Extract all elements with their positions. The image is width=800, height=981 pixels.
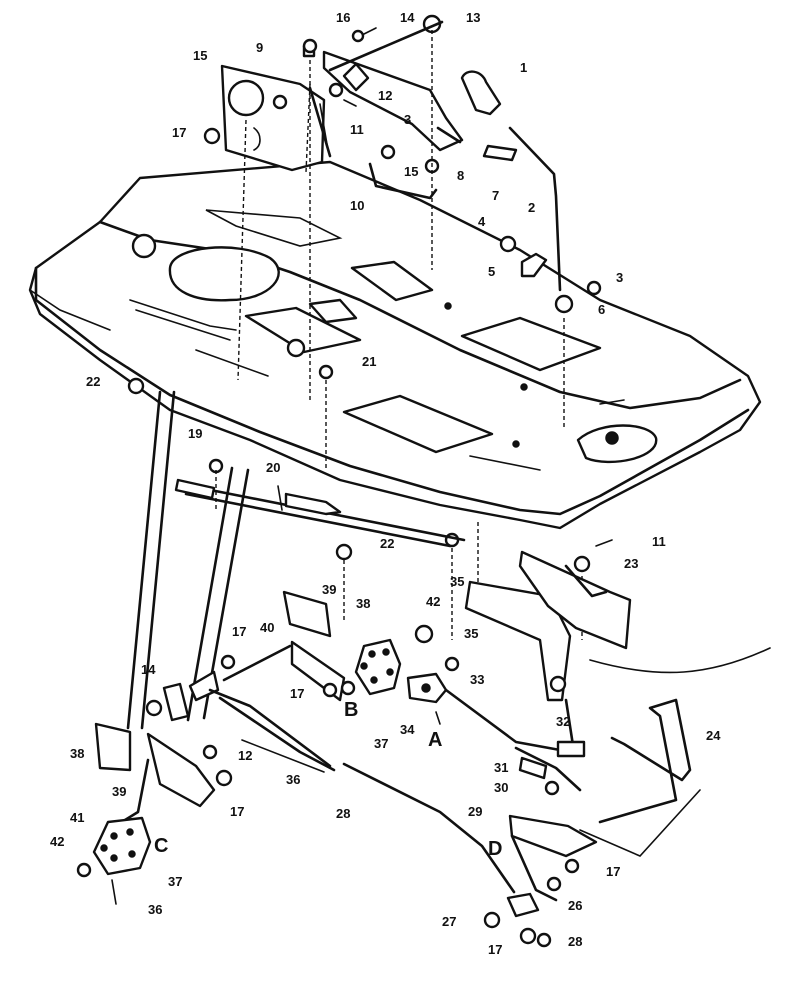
center-bracket	[222, 590, 356, 702]
part-callout-number: 32	[556, 714, 570, 729]
part-callout-number: 15	[404, 164, 418, 179]
part-callout-number: 10	[350, 198, 364, 213]
view-letters: B A C D	[154, 699, 502, 860]
part-callout-number: 4	[478, 214, 486, 229]
part-callout-number: 23	[624, 556, 638, 571]
part-callout-number: 6	[598, 302, 605, 317]
part-callout-number: 1	[520, 60, 527, 75]
part-callout-number: 2	[528, 200, 535, 215]
part-callout-number: 9	[256, 40, 263, 55]
part-callout-number: 12	[378, 88, 392, 103]
part-callout-number: 17	[606, 864, 620, 879]
part-callout-number: 42	[50, 834, 64, 849]
part-callout-number: 8	[457, 168, 464, 183]
part-callout-number: 24	[706, 728, 721, 743]
part-callout-number: 30	[494, 780, 508, 795]
left-height-wheel	[76, 816, 152, 905]
hardware	[127, 27, 613, 573]
view-letter: D	[488, 838, 502, 860]
part-callout-number: 5	[488, 264, 495, 279]
part-callout-number: 38	[70, 746, 84, 761]
part-callout-number: 33	[470, 672, 484, 687]
part-callout-number: 35	[450, 574, 464, 589]
trunnion-assembly	[406, 672, 562, 752]
part-callout-number: 22	[380, 536, 394, 551]
lift-lever-plate	[322, 14, 464, 152]
part-callout-number: 17	[172, 125, 186, 140]
part-callout-number: 11	[652, 534, 666, 549]
part-callout-number: 20	[266, 460, 280, 475]
part-callout-number: 28	[568, 934, 582, 949]
part-callout-number: 12	[238, 748, 252, 763]
part-callout-number: 29	[468, 804, 482, 819]
part-callout-number: 17	[232, 624, 246, 639]
part-callout-number: 37	[168, 874, 182, 889]
part-callout-number: 36	[148, 902, 162, 917]
part-callout-number: 37	[374, 736, 388, 751]
rear-lift-rod	[598, 698, 692, 824]
part-callout-number: 42	[426, 594, 440, 609]
part-callout-number: 7	[492, 188, 499, 203]
part-callout-number: 17	[230, 804, 244, 819]
deck-outline-curve	[589, 647, 771, 674]
part-callout-number: 34	[400, 722, 415, 737]
right-lower-assembly	[483, 698, 598, 948]
view-letter: C	[154, 835, 168, 857]
link-rod	[368, 162, 438, 200]
part-callout-number: 26	[568, 898, 582, 913]
part-callout-number: 21	[362, 354, 376, 369]
latch-assembly	[499, 235, 548, 278]
view-letter: B	[344, 699, 358, 721]
part-callout-number: 13	[466, 10, 480, 25]
part-callout-number: 35	[464, 626, 478, 641]
part-callout-number: 38	[356, 596, 370, 611]
part-callout-number: 28	[336, 806, 350, 821]
part-callout-number: 11	[350, 122, 364, 137]
center-lift-rods	[208, 688, 516, 894]
part-callout-number: 31	[494, 760, 508, 775]
part-callout-number: 36	[286, 772, 300, 787]
control-bracket	[220, 44, 332, 173]
part-callout-number: 14	[141, 662, 156, 677]
part-callout-number: 39	[322, 582, 336, 597]
part-callout-number: 17	[488, 942, 502, 957]
part-callout-number: 27	[442, 914, 456, 929]
part-callout-number: 41	[70, 810, 84, 825]
part-callout-number: 3	[616, 270, 623, 285]
part-callout-number: 17	[290, 686, 304, 701]
part-callout-number: 15	[193, 48, 207, 63]
part-callout-number: 3	[404, 112, 411, 127]
lift-handle	[460, 70, 562, 292]
left-hanger-rods	[126, 390, 250, 730]
part-callout-number: 39	[112, 784, 126, 799]
right-hanger-bracket	[464, 550, 632, 702]
left-lower-bracket	[94, 654, 236, 830]
part-callout-number: 22	[86, 374, 100, 389]
body-pan	[28, 160, 762, 530]
part-callout-number: 16	[336, 10, 350, 25]
part-callout-number: 14	[400, 10, 415, 25]
center-height-wheel	[354, 624, 460, 696]
view-letter: A	[428, 729, 442, 751]
part-callout-number: 40	[260, 620, 274, 635]
part-callout-number: 19	[188, 426, 202, 441]
